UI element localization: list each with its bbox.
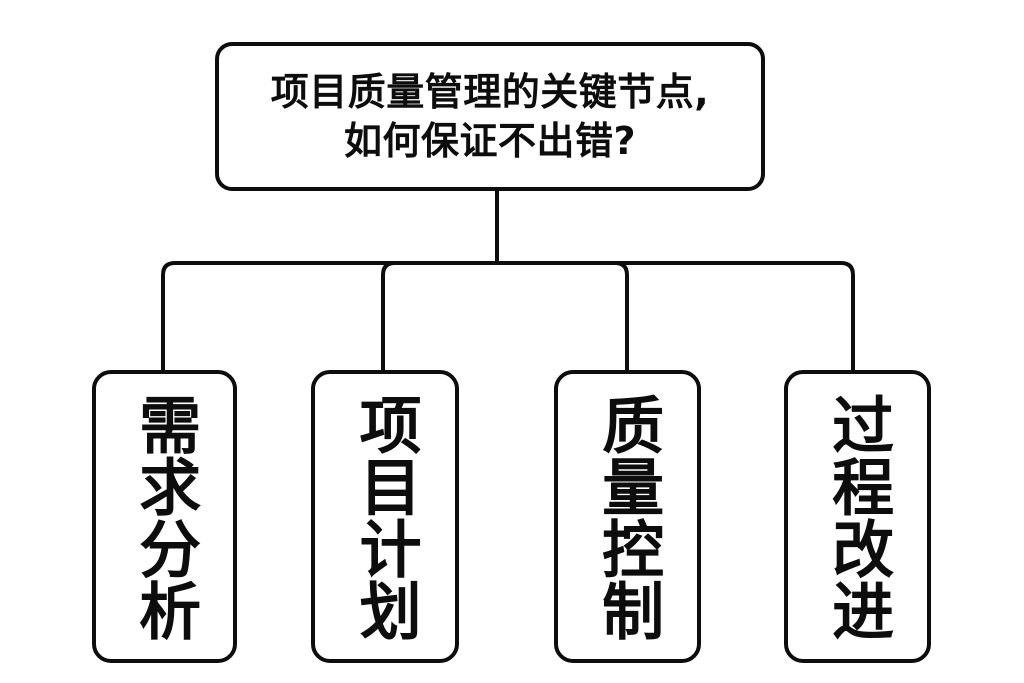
connector-branch-4 <box>497 261 855 370</box>
child-node-3-label: 质量控制 <box>591 392 665 641</box>
root-node[interactable]: 项目质量管理的关键节点, 如何保证不出错? <box>215 42 765 191</box>
connector-branch-1 <box>161 261 497 370</box>
child-node-4-label: 过程改进 <box>821 392 895 641</box>
child-node-1-label: 需求分析 <box>128 392 202 641</box>
child-node-1[interactable]: 需求分析 <box>92 370 237 663</box>
connector-branch-2 <box>381 261 497 370</box>
root-node-label: 项目质量管理的关键节点, 如何保证不出错? <box>270 69 710 163</box>
child-node-2-label: 项目计划 <box>348 392 422 641</box>
child-node-2[interactable]: 项目计划 <box>311 370 459 663</box>
child-node-4[interactable]: 过程改进 <box>784 370 931 663</box>
child-node-3[interactable]: 质量控制 <box>554 370 701 663</box>
connector-branch-3 <box>497 261 629 370</box>
